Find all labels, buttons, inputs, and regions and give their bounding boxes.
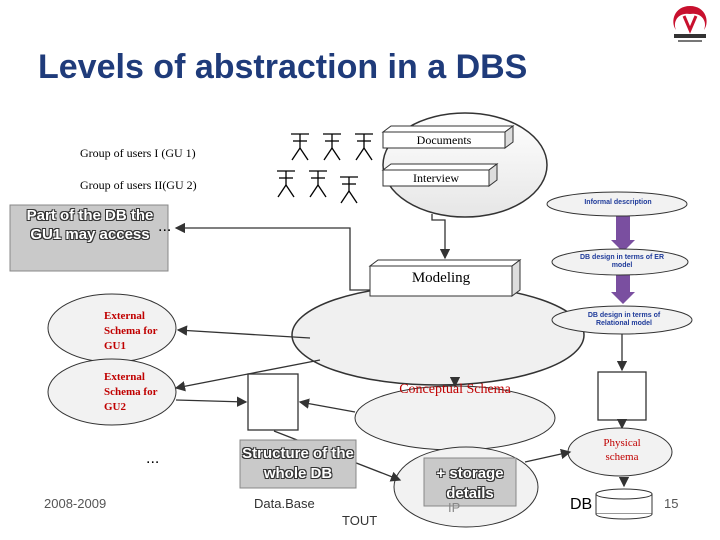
- modeling-to-part-arrow: [174, 222, 370, 291]
- users-group2-label: Group of users II(GU 2): [80, 178, 197, 192]
- page-number: 15: [664, 496, 679, 511]
- external2-to-structure-arrow: [175, 396, 248, 407]
- modeling-to-external1-arrow: [176, 325, 311, 339]
- users-group1-figures: [291, 133, 373, 161]
- conceptual-label: Conceptual Schema: [399, 382, 511, 397]
- footer-tout: TOUT: [342, 513, 378, 528]
- modeling-label: Modeling: [411, 270, 471, 286]
- storage-label: + storage details: [436, 465, 504, 502]
- relational-label: DB design in terms of Relational model: [587, 312, 661, 327]
- informal-label: Informal description: [584, 199, 652, 206]
- external2-ellipse: [47, 358, 177, 426]
- db-cylinder-icon: [595, 488, 653, 520]
- ellipsis-bottom: ...: [146, 450, 160, 467]
- physical-label: Physical schema: [603, 437, 641, 463]
- purple-arrow-1: [611, 216, 635, 252]
- conceptual-to-structure-arrow: [298, 398, 356, 413]
- ellipse-to-modeling-arrow: [431, 214, 451, 260]
- purple-arrow-2: [611, 272, 635, 304]
- footer-database: Data.Base: [254, 496, 315, 511]
- er-ellipse: [551, 248, 689, 276]
- external1-label: External Schema for GU1: [104, 310, 158, 352]
- physical-box: [597, 371, 647, 421]
- ellipsis-top: ...: [158, 218, 172, 235]
- external2-label: External Schema for GU2: [104, 371, 158, 413]
- footer-year: 2008-2009: [44, 496, 107, 511]
- part-label: Part of the DB the GU1 may access: [26, 207, 154, 243]
- documents-label: Documents: [416, 133, 472, 147]
- storage-to-physical-arrow: [524, 448, 572, 463]
- university-logo: [664, 4, 716, 48]
- structure-label: Structure of the whole DB: [242, 445, 354, 482]
- structure-label-box: [239, 439, 357, 489]
- modeling-box: [368, 259, 522, 297]
- interview-box: [381, 163, 499, 187]
- informal-ellipse: [546, 191, 688, 217]
- modeling-ellipse: [291, 284, 585, 386]
- users-group1-label: Group of users I (GU 1): [80, 146, 196, 160]
- db-label: DB: [570, 496, 593, 513]
- interview-label: Interview: [413, 171, 459, 185]
- structure-box: [247, 373, 299, 431]
- documents-box: [381, 125, 515, 149]
- storage-label-box: [423, 457, 517, 507]
- users-group2-figures: [277, 170, 358, 204]
- part-box: [9, 204, 169, 272]
- slide-title: Levels of abstraction in a DBS: [38, 48, 528, 86]
- er-label: DB design in terms of ER model: [579, 254, 664, 269]
- footer-ip: IP: [448, 500, 461, 515]
